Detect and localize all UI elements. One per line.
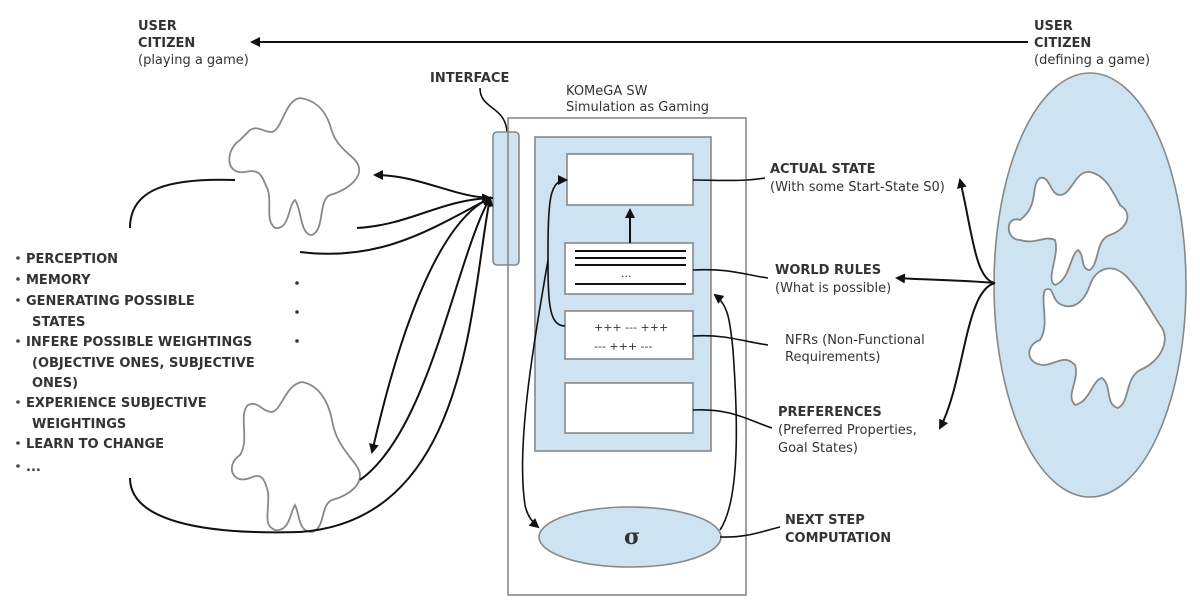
system-box: [507, 117, 747, 596]
actual-state-label: ACTUAL STATE: [770, 162, 876, 177]
user-defining-line2: CITIZEN: [1034, 36, 1091, 51]
preferences-sublabel-2: Goal States): [778, 441, 858, 456]
bullet: [16, 256, 20, 260]
ability-item: GENERATING POSSIBLE: [26, 294, 195, 309]
hands-dot-2: [295, 310, 299, 314]
ability-item: ONES): [32, 376, 78, 391]
preferences-label: PREFERENCES: [778, 405, 882, 420]
rules-ellipsis: ...: [621, 267, 632, 280]
definer-arrow-prefs: [939, 282, 996, 430]
next-step-sublabel: COMPUTATION: [785, 531, 891, 546]
system-title: KOMeGA SW: [566, 84, 648, 99]
next-step-label: NEXT STEP: [785, 513, 865, 528]
world-rules-label: WORLD RULES: [775, 263, 881, 278]
player-hand-icon-bottom: [230, 381, 361, 533]
bullet: [16, 277, 20, 281]
bullet: [16, 400, 20, 404]
user-playing-line3: (playing a game): [138, 53, 249, 68]
hands-dot-3: [295, 339, 299, 343]
user-defining-line3: (defining a game): [1034, 53, 1150, 68]
nfr-connector: [692, 334, 769, 346]
bullet: [16, 339, 20, 343]
prefs-connector: [692, 409, 773, 429]
actual-state-box: [566, 153, 694, 206]
sigma-symbol: σ: [624, 524, 640, 550]
ability-item: EXPERIENCE SUBJECTIVE: [26, 396, 207, 411]
player-hand-icon-top: [228, 97, 361, 236]
interface-to-bottom-hand-arrow: [369, 197, 491, 454]
rules-connector: [692, 268, 769, 279]
bullet: [16, 464, 20, 468]
world-rules-sublabel: (What is possible): [775, 281, 891, 296]
interface-label: INTERFACE: [430, 71, 509, 86]
nfrs-sublabel: Requirements): [785, 350, 880, 365]
bottom-curve-to-interface: [299, 196, 494, 533]
ability-item: PERCEPTION: [26, 252, 118, 267]
system-subtitle: Simulation as Gaming: [566, 100, 709, 115]
ability-item: INFERE POSSIBLE WEIGHTINGS: [26, 335, 252, 350]
nfr-row-1: +++ --- +++: [594, 321, 668, 334]
abilities-list: PERCEPTION MEMORY GENERATING POSSIBLE ST…: [16, 252, 255, 475]
nfr-row-2: --- +++ ---: [594, 340, 652, 353]
actual-connector: [692, 177, 766, 182]
panel-to-sigma-arrow: [521, 259, 549, 529]
user-playing-line1: USER: [138, 19, 177, 34]
hands-dot-1: [295, 281, 299, 285]
user-playing-line2: CITIZEN: [138, 36, 195, 51]
list-bracket-top: [129, 178, 236, 229]
ability-item: ...: [26, 460, 41, 475]
bullet: [16, 298, 20, 302]
preferences-box: [564, 382, 694, 434]
user-defining-line1: USER: [1034, 19, 1073, 34]
list-bracket-bottom: [129, 477, 301, 534]
ability-item: (OBJECTIVE ONES, SUBJECTIVE: [32, 356, 255, 371]
nfrs-label: NFRs (Non-Functional: [785, 333, 925, 348]
ability-item: WEIGHTINGS: [32, 417, 126, 432]
definer-hand-icon-2: [1028, 267, 1166, 409]
sigma-connector: [719, 526, 781, 538]
preferences-sublabel-1: (Preferred Properties,: [778, 423, 917, 438]
bottom-hand-to-interface-arrow: [359, 196, 491, 481]
ability-item: MEMORY: [26, 273, 91, 288]
bullet: [16, 441, 20, 445]
actual-state-sublabel: (With some Start-State S0): [770, 180, 945, 195]
nfr-to-state-loop: [547, 175, 568, 327]
sigma-to-panel-arrow: [713, 293, 738, 531]
ability-item: LEARN TO CHANGE: [26, 437, 164, 452]
ability-item: STATES: [32, 315, 85, 330]
nfr-box: [564, 310, 694, 360]
interface-pointer: [479, 87, 508, 133]
hand-top-curve-to-interface: [299, 197, 492, 255]
interface-to-top-hand-arrow: [373, 170, 494, 199]
interface-bar: [492, 131, 520, 266]
top-hand-to-interface-arrow: [356, 193, 492, 229]
definer-arrow-actual: [957, 178, 996, 284]
definer-arrow-rules: [895, 273, 996, 284]
definer-hand-icon-1: [1007, 171, 1129, 286]
